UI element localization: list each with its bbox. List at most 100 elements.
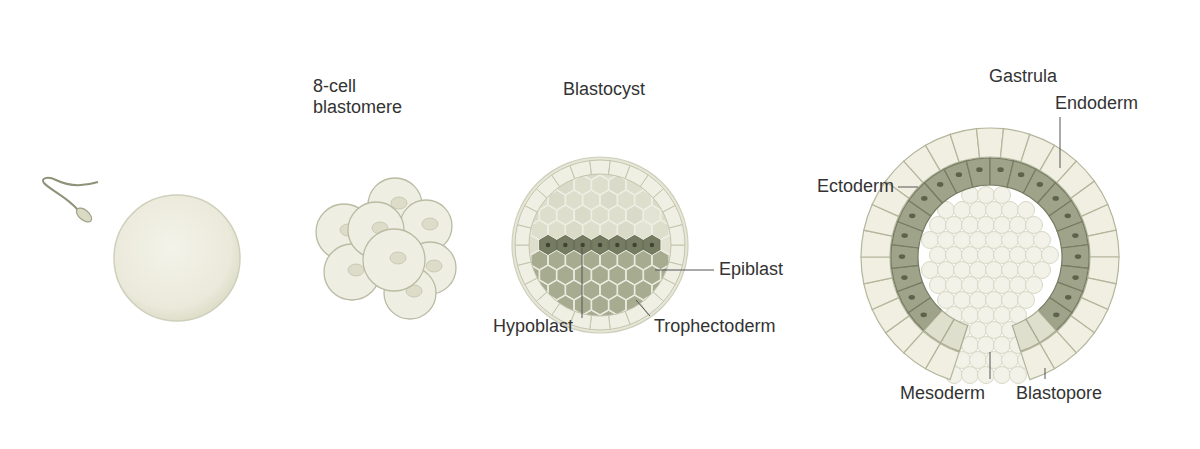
endoderm-cell — [892, 265, 923, 291]
cavity-cell — [938, 232, 955, 249]
cavity-cell — [930, 277, 947, 294]
inner-cells — [514, 160, 687, 329]
cavity-cell — [978, 367, 995, 384]
cavity-cell — [978, 217, 995, 234]
cavity-cell — [986, 232, 1003, 249]
cavity-cell — [978, 187, 995, 204]
trophectoderm-cell — [517, 262, 537, 285]
cavity-cell — [1002, 352, 1019, 369]
cavity-cell — [962, 247, 979, 264]
eight-cell-embryo — [316, 178, 456, 319]
cavity-cell — [994, 247, 1011, 264]
cavity-cell — [1018, 202, 1035, 219]
blastomere-cell — [363, 229, 425, 291]
cavity-cell — [1026, 217, 1043, 234]
cell-nucleus — [937, 182, 943, 187]
cavity-cell — [970, 292, 987, 309]
cavity-cell — [962, 217, 979, 234]
cavity-cell — [930, 247, 947, 264]
cavity-cell — [922, 232, 939, 249]
cavity-cell — [978, 247, 995, 264]
cell-nucleus — [901, 233, 907, 238]
cavity-cell — [946, 217, 963, 234]
cavity-cell — [1034, 232, 1051, 249]
cavity-cell — [994, 277, 1011, 294]
sperm — [43, 178, 98, 225]
cavity-cell — [994, 367, 1011, 384]
cavity-cell — [962, 307, 979, 324]
cell-nucleus — [921, 196, 927, 201]
cavity-cell — [962, 337, 979, 354]
cavity-cell — [970, 202, 987, 219]
cell-nucleus — [1053, 196, 1059, 201]
cell-nucleus — [650, 243, 654, 247]
blastocyst-drawing — [512, 157, 688, 333]
leader-line — [1045, 368, 1046, 379]
cavity-cell — [1026, 247, 1043, 264]
cavity-cell — [954, 202, 971, 219]
cell-nucleus — [956, 172, 962, 177]
cell-nucleus — [901, 275, 907, 280]
ectoderm-cell — [977, 128, 1004, 158]
cavity-cell — [1042, 247, 1059, 264]
trophectoderm-cell — [669, 225, 685, 245]
trophectoderm-cells — [515, 160, 685, 330]
trophectoderm-cell — [570, 161, 592, 179]
endoderm-cell — [1057, 222, 1088, 248]
zona — [512, 157, 688, 333]
part-label: Mesoderm — [900, 383, 985, 404]
trophectoderm-cell — [590, 315, 611, 330]
cell-nucleus — [997, 167, 1003, 172]
cell-nucleus — [615, 243, 619, 247]
cavity-cell — [1010, 277, 1027, 294]
part-label: Endoderm — [1055, 93, 1138, 114]
leader-line — [655, 270, 714, 271]
cell-nucleus — [1065, 213, 1071, 218]
cavity-cell — [954, 292, 971, 309]
cavity-cell — [930, 217, 947, 234]
cell-nucleus — [1065, 295, 1071, 300]
sperm-head — [74, 205, 94, 224]
cell-nucleus — [426, 260, 442, 272]
endoderm-cell — [966, 158, 990, 187]
cavity-cell — [1002, 232, 1019, 249]
cavity-cell — [978, 307, 995, 324]
leader-lines — [582, 117, 1060, 379]
cell-nucleus — [391, 197, 407, 209]
cavity-cell — [1010, 367, 1027, 384]
mesoderm-cell — [1012, 319, 1039, 351]
cavity-cell — [986, 202, 1003, 219]
cell-nucleus — [348, 264, 364, 276]
cavity-cell — [1018, 262, 1035, 279]
cavity-cell — [970, 232, 987, 249]
cell-nucleus — [1018, 172, 1024, 177]
cell-nucleus — [976, 167, 982, 172]
cell-nucleus — [899, 254, 905, 259]
part-label: Ectoderm — [817, 176, 894, 197]
cell-nucleus — [1072, 233, 1078, 238]
gastrula-drawing — [861, 128, 1119, 383]
cell-nucleus — [909, 295, 915, 300]
cell-nucleus — [1072, 275, 1078, 280]
leader-line — [582, 248, 583, 318]
cavity-cell — [1002, 202, 1019, 219]
cell-nucleus — [920, 312, 926, 317]
leader-line — [1060, 117, 1061, 168]
endoderm-cell — [891, 245, 919, 269]
cell-nucleus — [1053, 312, 1059, 317]
cell-nucleus — [390, 252, 406, 264]
cavity-cell — [994, 217, 1011, 234]
mesoderm-cell — [924, 311, 954, 343]
cell-nucleus — [909, 213, 915, 218]
trophectoderm-cell — [515, 245, 531, 265]
part-label: Blastocyst — [563, 79, 645, 100]
part-label: Hypoblast — [493, 316, 573, 337]
cell-nucleus — [563, 243, 567, 247]
ectoderm-cell — [950, 129, 979, 162]
cavity-cell — [970, 262, 987, 279]
cavity-cell — [978, 337, 995, 354]
cavity-cell — [946, 277, 963, 294]
cavity-cell — [986, 262, 1003, 279]
cavity-cell — [1034, 262, 1051, 279]
